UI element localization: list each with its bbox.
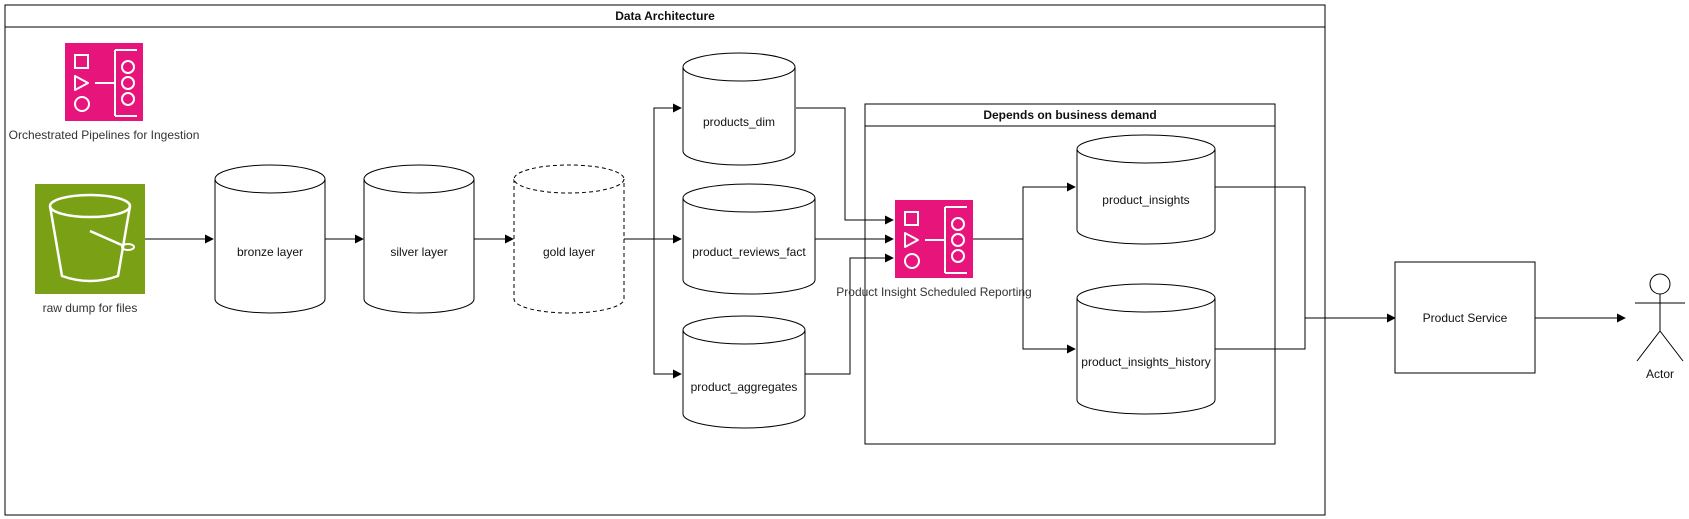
gold-layer-label: gold layer [543,245,595,259]
product-aggregates-label: product_aggregates [691,380,798,394]
connectors [143,103,1626,379]
products-dim-label: products_dim [703,115,775,129]
product-insights-label: product_insights [1102,193,1189,207]
step-functions-icon [65,43,143,121]
product-insights-store[interactable]: product_insights [1076,134,1216,245]
data-architecture-title: Data Architecture [615,9,715,23]
arrow-gold-to-aggregates [624,238,682,379]
orchestrated-pipelines-node[interactable]: Orchestrated Pipelines for Ingestion [9,43,200,142]
product-insights-history-label: product_insights_history [1081,355,1210,369]
product-service-node[interactable]: Product Service [1394,261,1536,374]
actor-label: Actor [1646,367,1674,381]
product-reviews-fact-store[interactable]: product_reviews_fact [682,183,816,295]
silver-layer-store[interactable]: silver layer [363,164,475,314]
bronze-layer-label: bronze layer [237,245,303,259]
product-aggregates-store[interactable]: product_aggregates [682,315,806,429]
product-insights-history-store[interactable]: product_insights_history [1076,283,1216,415]
step-functions-icon [895,200,973,278]
product-insight-reporting-node[interactable]: Product Insight Scheduled Reporting [836,200,1032,299]
product-service-label: Product Service [1423,311,1508,325]
line-insights-to-service [1215,186,1396,323]
raw-dump-node[interactable]: raw dump for files [35,184,145,315]
products-dim-store[interactable]: products_dim [682,52,796,166]
line-insights-history-to-service [1215,318,1306,350]
silver-layer-label: silver layer [390,245,447,259]
raw-dump-caption: raw dump for files [43,301,138,315]
arrow-reporting-to-insights-history [973,238,1076,354]
arrow-aggregates-to-reporting [805,253,894,375]
actor-node[interactable]: Actor [1635,273,1685,381]
product-reviews-fact-label: product_reviews_fact [692,245,806,259]
business-demand-title: Depends on business demand [983,108,1156,122]
s3-bucket-icon [35,184,145,294]
arrow-products-dim-to-reporting [796,107,894,225]
stick-figure-icon [1635,273,1685,362]
orchestrated-pipelines-caption: Orchestrated Pipelines for Ingestion [9,128,200,142]
gold-layer-store[interactable]: gold layer [513,164,625,314]
bronze-layer-store[interactable]: bronze layer [214,164,326,314]
product-insight-reporting-caption: Product Insight Scheduled Reporting [836,285,1031,299]
